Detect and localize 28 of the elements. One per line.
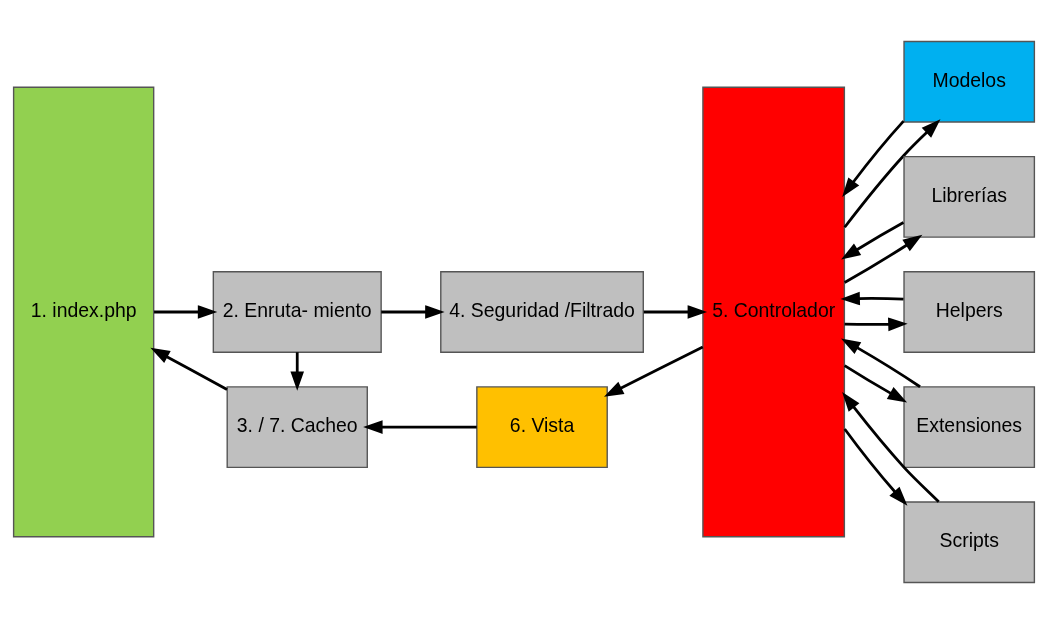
arrow xyxy=(842,391,940,503)
node-box: Librerías xyxy=(903,155,1036,238)
arrow xyxy=(381,304,445,319)
arrow xyxy=(843,234,923,284)
node-box: 2. Enruta- miento xyxy=(212,270,382,353)
node-box: 6. Vista xyxy=(476,385,608,468)
arrow xyxy=(843,363,908,403)
arrow xyxy=(843,427,908,506)
arrow xyxy=(841,220,905,260)
arrow xyxy=(643,304,708,319)
arrow xyxy=(844,317,908,331)
node-box: Modelos xyxy=(903,40,1036,123)
node-box: 5. Controlador xyxy=(702,86,846,537)
arrow xyxy=(841,337,921,388)
node-box: 3. / 7. Cacheo xyxy=(226,385,368,468)
arrow xyxy=(843,118,941,228)
node-box: 4. Seguridad /Filtrado xyxy=(440,270,644,353)
node-box: 1. index.php xyxy=(12,86,155,537)
arrow xyxy=(154,304,218,319)
arrow xyxy=(290,351,305,391)
arrow xyxy=(604,345,704,397)
arrow xyxy=(150,347,228,391)
node-box: Scripts xyxy=(903,500,1036,583)
arrow xyxy=(363,419,477,434)
arrow xyxy=(840,291,904,305)
arrow xyxy=(842,119,905,197)
node-box: Extensiones xyxy=(903,385,1036,468)
node-box: Helpers xyxy=(903,270,1036,353)
